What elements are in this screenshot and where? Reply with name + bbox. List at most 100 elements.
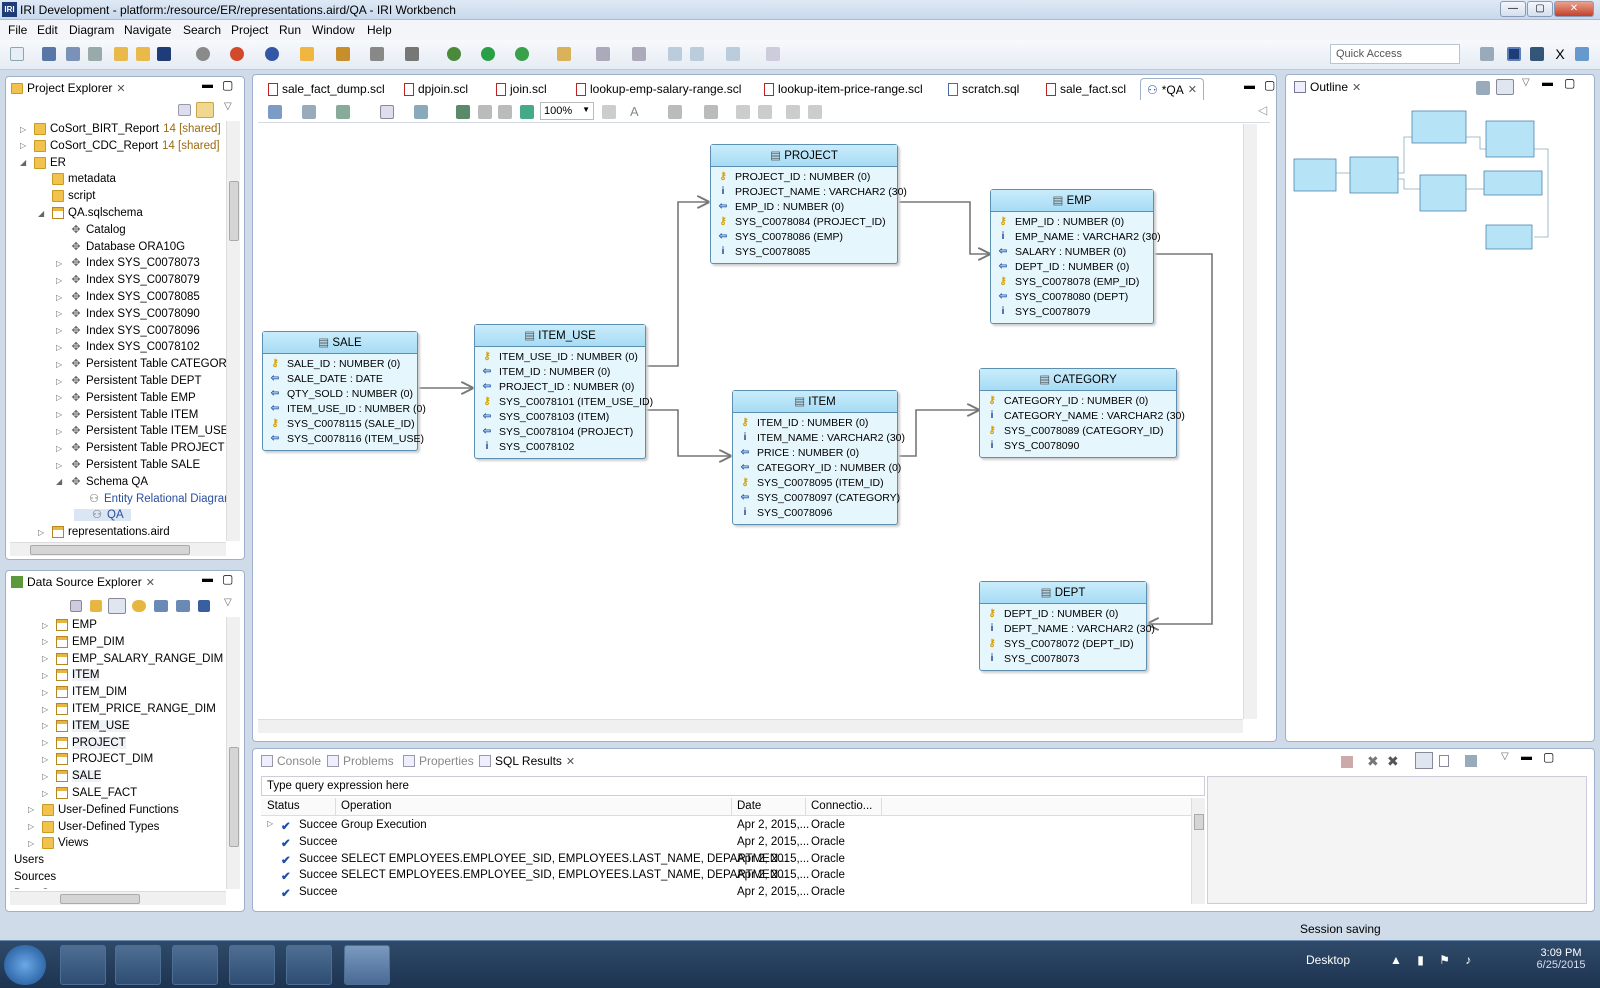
zoom-combo[interactable]: 100%▼ [540,102,594,120]
tree-item[interactable]: ⚇Entity Relational Diagrar [74,493,226,505]
expand-icon[interactable]: ▷ [56,460,63,470]
minimize-editor-icon[interactable]: ▬ [1244,80,1255,92]
filter-diagram-icon[interactable] [414,105,428,119]
entity-attribute[interactable]: ⇦SYS_C0078097 (CATEGORY) [733,491,900,506]
tab-project-explorer[interactable]: Project Explorer ✕ [11,81,126,95]
expand-icon[interactable]: ▷ [56,359,63,369]
expand-icon[interactable]: ▷ [20,141,27,151]
data-source-item[interactable]: ▷Views [28,837,88,850]
maximize-view-icon[interactable]: ▢ [1543,750,1555,764]
expand-icon[interactable]: ▷ [56,258,63,268]
outline-thumbnail[interactable] [1292,103,1590,261]
entity-attribute[interactable]: ⚷SYS_C0078101 (ITEM_USE_ID) [475,395,653,410]
expand-icon[interactable]: ◢ [20,158,27,168]
maximize-button[interactable]: ▢ [1527,1,1553,17]
collapse-all-icon[interactable] [178,104,191,116]
expand-icon[interactable]: ▷ [42,687,49,697]
minimize-view-icon[interactable]: ▬ [202,79,213,91]
tree-item[interactable]: ✥Database ORA10G [56,241,189,253]
close-icon[interactable]: ✕ [1352,81,1362,94]
iri-icon[interactable] [157,47,171,61]
next-annotation-icon[interactable] [596,47,610,61]
tree-item[interactable]: ▷✥Index SYS_C0078090 [56,308,204,320]
back-icon[interactable] [668,47,682,61]
save-db-icon[interactable] [198,600,210,612]
horizontal-scrollbar[interactable] [10,891,226,905]
expand-icon[interactable]: ▷ [28,838,35,848]
save-icon[interactable] [42,47,56,61]
entity-attribute[interactable]: ⚷SYS_C0078072 (DEPT_ID) [980,637,1146,652]
size-icon[interactable] [786,105,800,119]
entity-item-use[interactable]: ▤ ITEM_USE⚷ITEM_USE_ID : NUMBER (0)⇦ITEM… [474,324,653,459]
java-perspective-icon[interactable] [1575,47,1589,61]
entity-attribute[interactable]: ⇦SYS_C0078086 (EMP) [711,230,897,245]
start-button[interactable] [4,945,46,985]
entity-attribute[interactable]: ⇦EMP_ID : NUMBER (0) [711,200,897,215]
prev-annotation-icon[interactable] [632,47,646,61]
data-source-item[interactable]: Sources [14,871,56,883]
entity-attribute[interactable]: ⇦SALARY : NUMBER (0) [991,245,1153,260]
editor-tab[interactable]: dpjoin.scl [398,78,474,100]
minimize-view-icon[interactable]: ▬ [202,573,213,585]
vertical-scrollbar[interactable] [226,121,240,541]
expand-icon[interactable]: ▷ [28,805,35,815]
gear-run-icon[interactable] [196,47,210,61]
entity-attribute[interactable]: ⇦ITEM_ID : NUMBER (0) [475,365,645,380]
editor-tab[interactable]: lookup-emp-salary-range.scl [570,78,747,100]
entity-attribute[interactable]: ⇦CATEGORY_ID : NUMBER (0) [733,461,902,476]
clock[interactable]: 3:09 PM 6/25/2015 [1526,947,1596,971]
data-source-item[interactable]: ▷SALE [42,770,102,783]
tree-item[interactable]: ▷✥Persistent Table EMP [56,392,200,404]
tree-item[interactable]: ◢QA.sqlschema [38,207,147,219]
data-source-item[interactable]: ▷ITEM [42,669,100,682]
expand-icon[interactable]: ▷ [20,124,27,134]
entity-attribute[interactable]: ⇦ITEM_USE_ID : NUMBER (0) [263,402,426,417]
expand-icon[interactable]: ▷ [42,771,49,781]
data-perspective-icon[interactable] [1530,47,1544,61]
data-source-item[interactable]: ▷PROJECT_DIM [42,753,153,766]
entity-attribute[interactable]: ⇦QTY_SOLD : NUMBER (0) [263,387,417,402]
tree-item[interactable]: ⚇QA [74,509,131,522]
save-all-icon[interactable] [66,47,80,61]
diagram-vertical-scrollbar[interactable] [1243,124,1257,719]
entity-attribute[interactable]: ⚷DEPT_ID : NUMBER (0) [980,607,1146,622]
desktop-toolbar[interactable]: Desktop [1306,953,1351,967]
tree-item[interactable]: ▷✥Persistent Table ITEM [56,409,202,421]
run-external-icon[interactable] [515,47,529,61]
outline-tree-icon[interactable] [1476,81,1490,95]
forward-icon[interactable] [726,47,740,61]
diagram-horizontal-scrollbar[interactable] [258,719,1243,733]
fit-icon[interactable] [602,105,616,119]
data-source-item[interactable]: Users [14,854,44,866]
expand-icon[interactable]: ▷ [38,527,45,537]
expand-icon[interactable]: ▷ [56,326,63,336]
minimize-button[interactable]: — [1500,1,1526,17]
entity-attribute[interactable]: ⇦SALE_DATE : DATE [263,372,417,387]
iri-perspective-icon[interactable] [1507,47,1521,61]
entity-attribute[interactable]: ⇦SYS_C0078103 (ITEM) [475,410,645,425]
entity-attribute[interactable]: ⚷SALE_ID : NUMBER (0) [263,357,417,372]
menu-diagram[interactable]: Diagram [69,23,115,37]
expand-icon[interactable]: ▷ [42,721,49,731]
expand-icon[interactable]: ◢ [38,208,45,218]
tree-item[interactable]: ▷✥Index SYS_C0078079 [56,274,204,286]
expand-icon[interactable]: ▷ [56,393,63,403]
tree-item[interactable]: ▷✥Index SYS_C0078096 [56,325,204,337]
pin-element-icon[interactable] [498,105,512,119]
terminate-icon[interactable] [1341,756,1353,768]
menu-search[interactable]: Search [183,23,222,37]
copy-format-icon[interactable] [758,105,772,119]
import-icon[interactable] [154,600,168,612]
flow-icon[interactable] [405,47,419,61]
entity-attribute[interactable]: ⇦PROJECT_ID : NUMBER (0) [475,380,645,395]
delete-icon[interactable] [478,105,492,119]
